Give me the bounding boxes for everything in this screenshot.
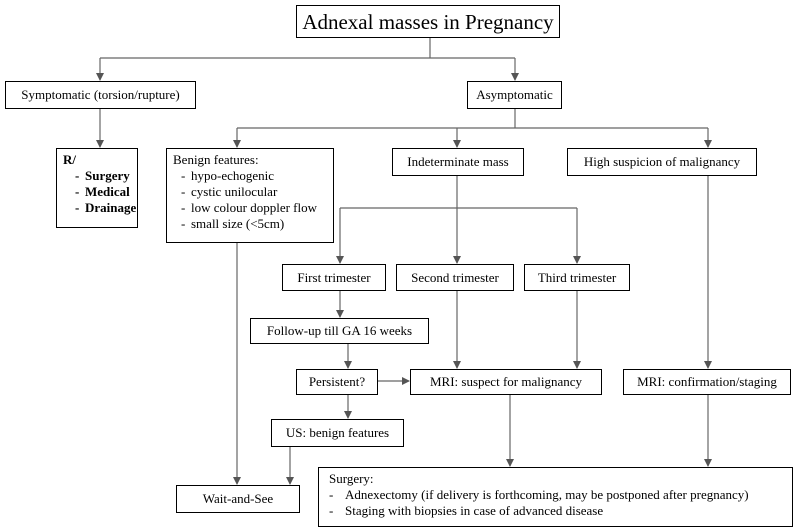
treatment-box: R/ -Surgery -Medical -Drainage [56,148,138,228]
us-benign-box: US: benign features [271,419,404,447]
surgery-item: -Adnexectomy (if delivery is forthcoming… [329,487,749,502]
benign-feature-item: -small size (<5cm) [181,216,285,231]
surgery-heading: Surgery: [329,471,374,486]
treatment-list: -Surgery -Medical -Drainage [63,168,136,216]
treatment-item: -Drainage [75,200,137,215]
indeterminate-box: Indeterminate mass [392,148,524,176]
high-suspicion-box: High suspicion of malignancy [567,148,757,176]
treatment-heading: R/ [63,152,76,167]
surgery-item: -Staging with biopsies in case of advanc… [329,503,604,518]
benign-feature-list: -hypo-echogenic -cystic unilocular -low … [173,168,317,232]
mri-confirm-box: MRI: confirmation/staging [623,369,791,395]
diagram-title: Adnexal masses in Pregnancy [296,5,560,38]
wait-and-see-box: Wait-and-See [176,485,300,513]
symptomatic-box: Symptomatic (torsion/rupture) [5,81,196,109]
asymptomatic-box: Asymptomatic [467,81,562,109]
first-trimester-box: First trimester [282,264,386,291]
treatment-item: -Surgery [75,168,130,183]
followup-box: Follow-up till GA 16 weeks [250,318,429,344]
persistent-box: Persistent? [296,369,378,395]
third-trimester-box: Third trimester [524,264,630,291]
benign-feature-item: -low colour doppler flow [181,200,318,215]
mri-suspect-box: MRI: suspect for malignancy [410,369,602,395]
surgery-list: -Adnexectomy (if delivery is forthcoming… [329,487,749,519]
second-trimester-box: Second trimester [396,264,514,291]
benign-feature-item: -cystic unilocular [181,184,278,199]
treatment-item: -Medical [75,184,130,199]
surgery-box: Surgery: -Adnexectomy (if delivery is fo… [318,467,793,527]
benign-feature-item: -hypo-echogenic [181,168,275,183]
benign-heading: Benign features: [173,152,259,167]
benign-features-box: Benign features: -hypo-echogenic -cystic… [166,148,334,243]
